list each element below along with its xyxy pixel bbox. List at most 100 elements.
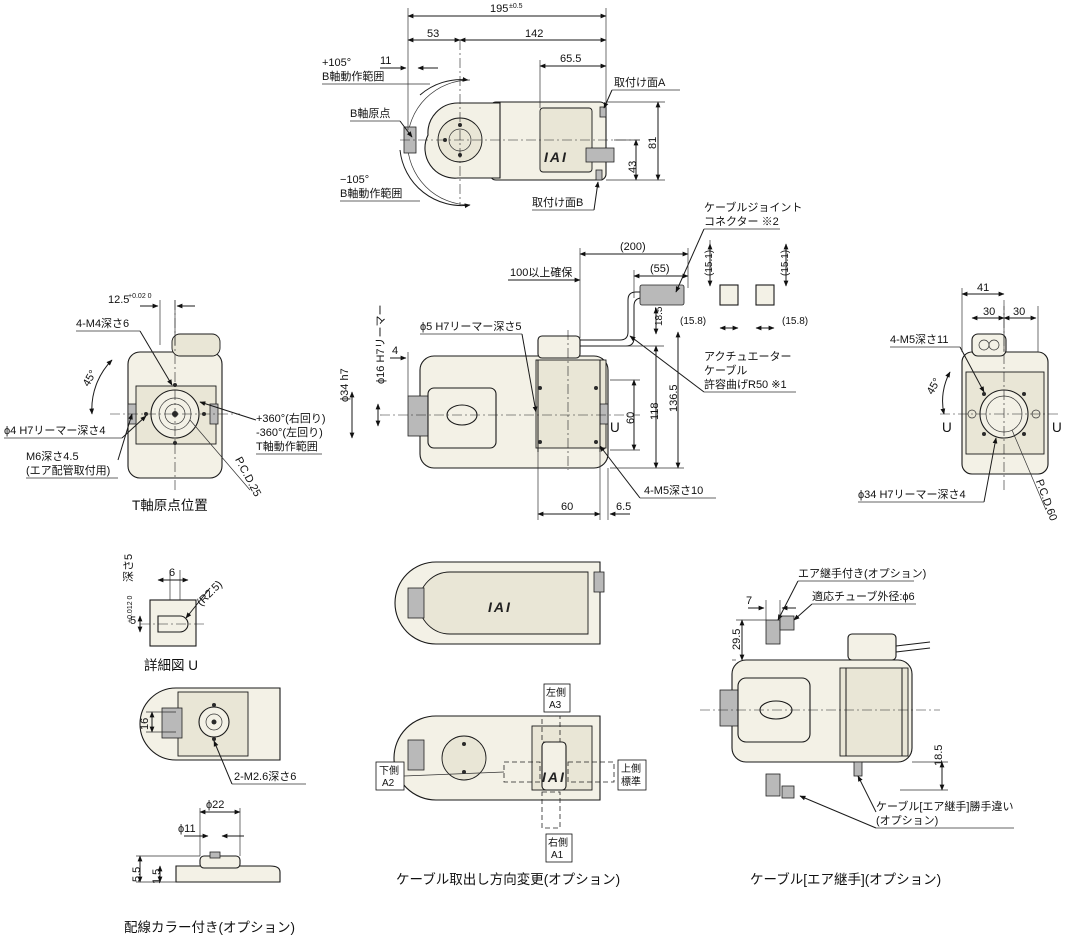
wiring-collar-view: 16 2-M2.6深さ6 ϕ22 ϕ11 5.5 1.5 配線カラー付き(オプシ… [124, 687, 306, 935]
plus105-label: +105° [322, 57, 351, 69]
dim-81: 81 [647, 137, 659, 149]
dim-100: 100以上確保 [510, 265, 572, 279]
dim-5-tol: +0.012 0 [127, 595, 134, 623]
u-mark-side-right: U [1052, 420, 1062, 435]
depth5-label: 深さ5 [122, 554, 135, 582]
dim-1-5: 1.5 [151, 869, 163, 884]
cable-diff-label-2: (オプション) [876, 814, 938, 827]
pcd60-label: P.C.D.60 [1033, 478, 1059, 523]
dim-195-tol: ±0.5 [509, 3, 523, 10]
dim-55: (55) [650, 263, 670, 275]
m2-6-label: 2-M2.6深さ6 [234, 770, 296, 783]
option-logo-plain: IAI [488, 599, 512, 615]
tube-od-label: 適応チューブ外径:ϕ6 [812, 589, 915, 603]
dim-200: (200) [620, 241, 646, 253]
cable-diff-label-1: ケーブル[エア継手]勝手違い [876, 799, 1013, 813]
dim-12-5: 12.5 [108, 294, 129, 306]
b-range-label-1: B軸動作範囲 [322, 69, 384, 83]
dim-11: 11 [380, 55, 391, 67]
m6-sub-label: (エア配管取付用) [26, 463, 110, 477]
dim-30a: 30 [983, 306, 995, 318]
left-side-code: A3 [549, 700, 562, 711]
dim-4: 4 [392, 345, 398, 357]
dim-30b: 30 [1013, 306, 1025, 318]
dim-29-5: 29.5 [731, 629, 743, 650]
front-view: ケーブルジョイント コネクター ※2 (200) 100以上確保 (55) (1… [339, 200, 808, 520]
air-fitting-label: エア継手付き(オプション) [798, 566, 926, 580]
actuator-cable-label-1: アクチュエーター [704, 350, 791, 363]
dim-6-5: 6.5 [616, 501, 631, 513]
m5-11-label: 4-M5深さ11 [890, 333, 948, 346]
minus105-label: −105° [340, 174, 369, 186]
dim-60v: 60 [625, 412, 637, 424]
dim-15-8b: (15.8) [782, 316, 808, 327]
cable-direction-caption: ケーブル取出し方向変更(オプション) [396, 871, 620, 887]
dim-142: 142 [525, 28, 543, 40]
dim-65-5: 65.5 [560, 53, 581, 65]
actuator-cable-label-3: 許容曲げR50 ※1 [704, 377, 787, 391]
down-side-label: 下側 [379, 764, 399, 777]
dim-15-1b: (15.1) [780, 250, 791, 276]
actuator-cable-label-2: ケーブル [704, 363, 747, 377]
dim-16: 16 [139, 718, 151, 730]
left-side-label: 左側 [546, 686, 566, 699]
m5-10-label: 4-M5深さ10 [644, 484, 703, 497]
rot-minus-label: -360°(左回り) [256, 426, 323, 439]
dim-43: 43 [627, 161, 639, 173]
rot-plus-label: +360°(右回り) [256, 411, 326, 425]
phi11-label: ϕ11 [178, 823, 196, 835]
b-origin-label: B軸原点 [350, 106, 390, 120]
right-side-code: A1 [551, 850, 564, 861]
top-logo: IAI [544, 149, 568, 165]
dim-60h: 60 [561, 501, 573, 513]
phi34-label: ϕ34 h7 [339, 368, 351, 402]
right-side-label: 右側 [548, 836, 568, 849]
up-side-label: 上側 [621, 762, 641, 775]
m6-label: M6深さ4.5 [26, 450, 79, 463]
t-range-label: T軸動作範囲 [256, 439, 318, 453]
down-side-code: A2 [382, 778, 395, 789]
dim-7: 7 [746, 595, 752, 607]
dim-136-5: 136.5 [668, 384, 680, 412]
dim-53: 53 [427, 28, 439, 40]
mount-a-label: 取付け面A [614, 76, 666, 89]
pcd25-label: P.C.D.25 [232, 455, 263, 499]
top-view: IAI 195 ±0.5 53 142 11 65.5 43 81 +105° … [322, 3, 680, 211]
dim-118: 118 [649, 402, 661, 420]
u-mark-front: U [610, 420, 620, 435]
cable-direction-view: IAI IAI 左側 A3 下側 A2 上側 標準 右側 A1 ケーブル取出し方… [375, 561, 647, 887]
detail-u-caption: 詳細図 U [144, 658, 198, 673]
dim-6: 6 [169, 567, 175, 579]
dim-195: 195 [490, 3, 508, 15]
phi34-ream-label: ϕ34 H7リーマー深さ4 [858, 488, 966, 501]
detail-u: 6 5 +0.012 0 深さ5 (R2.5) 詳細図 U [122, 554, 225, 673]
dim-5-5: 5.5 [131, 867, 143, 882]
connector-label: コネクター ※2 [704, 215, 779, 228]
angle-45-side: 45° [925, 376, 944, 396]
b-range-label-2: B軸動作範囲 [340, 186, 402, 200]
air-joint-caption: ケーブル[エア継手](オプション) [750, 871, 941, 887]
dim-15-1a: (15.1) [704, 250, 715, 276]
dim-18-5: 18.5 [654, 306, 665, 326]
phi4-label: ϕ4 H7リーマー深さ4 [4, 424, 106, 437]
phi5-label: ϕ5 H7リーマー深さ5 [420, 320, 522, 333]
up-side-code: 標準 [621, 775, 641, 788]
cable-joint-label: ケーブルジョイント [704, 200, 802, 214]
r2-5-label: (R2.5) [195, 579, 225, 609]
phi22-label: ϕ22 [206, 799, 224, 811]
wiring-collar-caption: 配線カラー付き(オプション) [124, 920, 295, 935]
option-logo-direction: IAI [542, 769, 566, 785]
t-origin-caption: T軸原点位置 [132, 498, 208, 513]
side-view: 41 30 30 4-M5深さ11 45° U U ϕ34 H7リーマー深さ4 … [858, 282, 1062, 522]
m4-label: 4-M4深さ6 [76, 317, 129, 330]
air-joint-view: エア継手付き(オプション) 適応チューブ外径:ϕ6 7 29.5 18.5 ケー… [700, 566, 1014, 887]
phi16-label: ϕ16 H7リーマー [375, 304, 387, 384]
dim-41: 41 [977, 282, 989, 294]
dim-5-detail: 5 [130, 615, 136, 627]
dim-18-5-air: 18.5 [933, 745, 945, 766]
dim-12-5-tol: +0.02 0 [128, 293, 152, 300]
t-origin-view: 12.5 +0.02 0 4-M4深さ6 45° ϕ4 H7リーマー深さ4 M6… [4, 293, 326, 513]
mount-b-label: 取付け面B [532, 196, 583, 209]
dim-15-8a: (15.8) [680, 316, 706, 327]
